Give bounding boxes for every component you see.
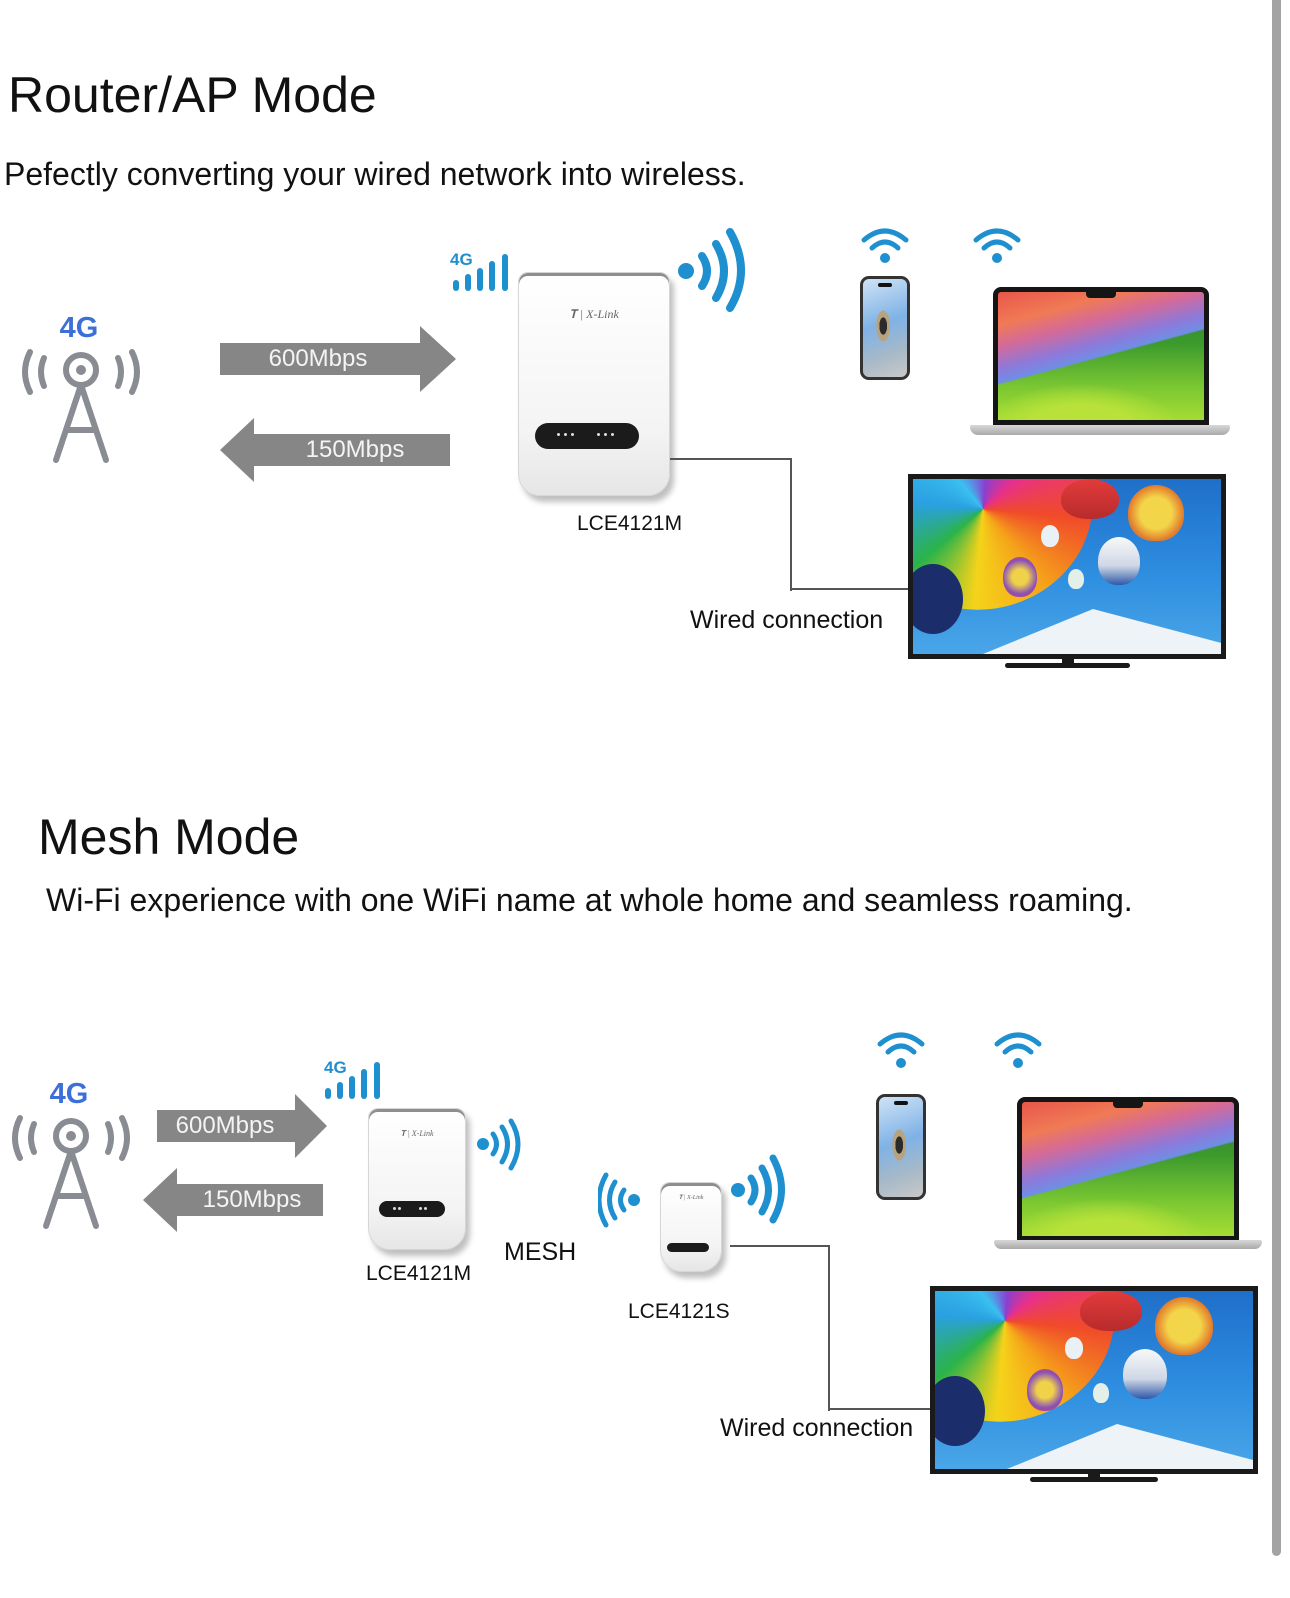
wifi-broadcast-icon [678,228,745,312]
wired-connection-label: Wired connection [690,606,884,634]
section-subtitle: Wi-Fi experience with one WiFi name at w… [46,882,1133,918]
router-device: 𝐓 | X-Link [518,272,670,496]
cell-tower: 4G [20,312,145,467]
downlink-arrow: 600Mbps [157,1094,327,1158]
downlink-arrow: 600Mbps [220,326,456,392]
section-title: Router/AP Mode [8,67,377,123]
wired-link [828,1408,930,1410]
tower-4g-label: 4G [49,1078,89,1110]
cell-tower-icon [12,1115,130,1229]
router-led-panel [535,423,639,449]
wired-link [790,588,910,590]
lte-signal-label: 4G [324,1058,347,1077]
mesh-link-label: MESH [504,1238,577,1266]
tower-4g-label: 4G [59,312,99,344]
router-brand: 𝐓 | X-Link [569,307,619,321]
cell-tower-icon [22,349,140,463]
uplink-speed: 150Mbps [202,1186,302,1213]
downlink-speed: 600Mbps [268,345,368,372]
wifi-icon [861,228,909,263]
lte-signal: 4G [450,250,514,294]
lte-signal-label: 4G [450,250,473,269]
router-brand: 𝐓 | X-Link [400,1129,434,1138]
lte-signal: 4G [322,1058,386,1102]
section-title: Mesh Mode [38,809,300,865]
wired-connection-label: Wired connection [720,1414,914,1442]
main-router-device: 𝐓 | X-Link [368,1108,466,1250]
signal-bars-icon [453,254,508,291]
wired-link [730,1245,830,1411]
router-led-panel [667,1243,709,1252]
cell-tower: 4G [10,1078,135,1233]
wifi-broadcast-icon [731,1154,785,1224]
scrollbar[interactable] [1272,0,1281,1556]
router-brand: 𝐓 | X-Link [678,1195,704,1201]
downlink-speed: 600Mbps [175,1112,275,1139]
section-subtitle: Pefectly converting your wired network i… [4,156,746,192]
router-led-panel [379,1201,445,1217]
satellite-router-device: 𝐓 | X-Link [660,1182,722,1272]
smartphone-icon [860,276,910,380]
wifi-icon [973,228,1021,263]
satellite-model: LCE4121S [628,1300,730,1323]
wifi-icon [877,1032,925,1068]
wifi-broadcast-icon [477,1118,521,1171]
signal-bars-icon [325,1062,380,1099]
main-router-model: LCE4121M [366,1262,472,1285]
wifi-receive-icon [598,1172,640,1228]
uplink-arrow: 150Mbps [143,1168,323,1232]
uplink-arrow: 150Mbps [220,418,450,482]
smartphone-icon [876,1094,926,1200]
wired-link [670,458,792,591]
router-model: LCE4121M [577,512,683,535]
uplink-speed: 150Mbps [305,436,405,463]
wifi-icon [994,1032,1042,1068]
